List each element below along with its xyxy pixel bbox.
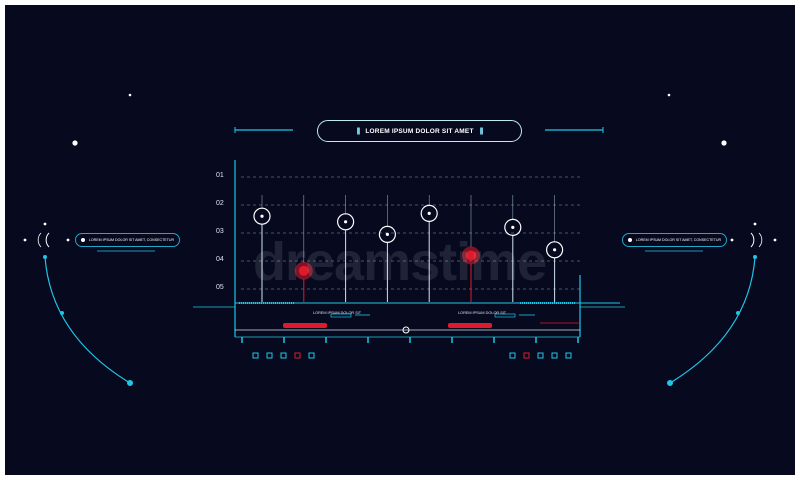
bracket-dot xyxy=(23,238,27,242)
left-red-bar xyxy=(283,323,327,328)
arc-node xyxy=(753,255,757,259)
scale-knob xyxy=(402,326,410,334)
star-dot xyxy=(667,93,671,97)
star-dot xyxy=(128,93,132,97)
marker-ring xyxy=(420,204,438,222)
left-chip-label: LOREM IPSUM DOLOR SIT xyxy=(313,311,362,315)
arc-node xyxy=(736,311,740,315)
marker-ring xyxy=(253,207,271,225)
y-label-04: 04 xyxy=(216,256,224,263)
arc-node xyxy=(43,255,47,259)
star-dot xyxy=(721,140,727,146)
right-chip-label: LOREM IPSUM DOLOR SIT xyxy=(458,311,507,315)
y-label-02: 02 xyxy=(216,200,224,207)
left-chip-box xyxy=(330,313,352,318)
page-title: LOREM IPSUM DOLOR SIT AMET xyxy=(365,127,474,135)
status-square xyxy=(294,352,301,359)
left-bracket-arc xyxy=(45,232,50,248)
right-red-bar xyxy=(448,323,492,328)
right-bracket-arc-2 xyxy=(758,232,763,248)
right-info-pill: LOREM IPSUM DOLOR SIT AMET, CONSECTETUR xyxy=(622,233,727,247)
left-arc xyxy=(44,256,131,384)
banner-right-ticks: ||| xyxy=(479,127,484,135)
left-info-pill: LOREM IPSUM DOLOR SIT AMET, CONSECTETUR xyxy=(75,233,180,247)
right-chip-box xyxy=(494,313,516,318)
left-info-text: LOREM IPSUM DOLOR SIT AMET, CONSECTETUR xyxy=(88,238,175,242)
right-bracket-arc xyxy=(750,232,755,248)
status-square xyxy=(252,352,259,359)
y-label-01: 01 xyxy=(216,172,224,179)
left-pill-dot-icon xyxy=(80,238,85,242)
title-banner: ||| LOREM IPSUM DOLOR SIT AMET ||| xyxy=(317,120,522,142)
status-square xyxy=(280,352,287,359)
marker-ring xyxy=(504,218,522,236)
bracket-dot xyxy=(730,238,734,242)
bracket-dot xyxy=(66,238,70,242)
marker-center xyxy=(511,225,515,229)
status-square xyxy=(266,352,273,359)
status-square xyxy=(308,352,315,359)
status-square xyxy=(523,352,530,359)
left-bracket-arc-2 xyxy=(37,232,42,248)
right-arc xyxy=(669,256,756,384)
y-label-03: 03 xyxy=(216,228,224,235)
arc-node xyxy=(127,380,133,386)
hud-screen: ||| LOREM IPSUM DOLOR SIT AMET ||| LOREM… xyxy=(5,5,795,475)
star-dot xyxy=(72,140,78,146)
arc-node xyxy=(60,311,64,315)
banner-left-ticks: ||| xyxy=(356,127,360,135)
marker-center xyxy=(344,220,348,224)
marker-center xyxy=(427,211,431,215)
marker-red-core xyxy=(298,265,309,276)
status-square xyxy=(509,352,516,359)
marker-ring xyxy=(545,241,564,259)
status-square xyxy=(551,352,558,359)
marker-center xyxy=(553,248,557,252)
marker-ring xyxy=(337,213,355,231)
watermark: dreamstime xyxy=(253,232,547,292)
status-square xyxy=(537,352,544,359)
marker-center xyxy=(385,232,389,236)
marker-red-core xyxy=(466,250,476,261)
right-info-text: LOREM IPSUM DOLOR SIT AMET, CONSECTETUR xyxy=(635,238,722,242)
right-pill-dot-icon xyxy=(627,238,632,242)
status-square xyxy=(565,352,572,359)
bracket-dot xyxy=(773,238,777,242)
arc-node xyxy=(667,380,673,386)
y-label-05: 05 xyxy=(216,284,224,291)
hud-graphics xyxy=(23,93,777,386)
bracket-dot xyxy=(753,222,757,226)
bracket-dot xyxy=(43,222,47,226)
marker-ring xyxy=(378,225,396,243)
marker-center xyxy=(260,214,264,218)
